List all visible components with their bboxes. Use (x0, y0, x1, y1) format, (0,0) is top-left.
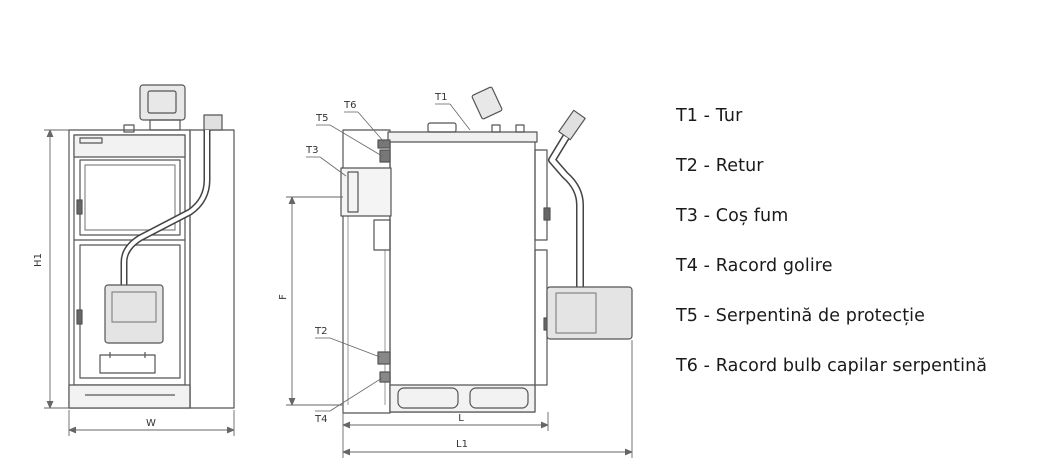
callout-t3: T3 (305, 145, 318, 156)
side-burner (546, 286, 633, 340)
front-body-inner (73, 134, 186, 386)
callout-leaders (306, 103, 471, 412)
legend-item-t4: T4 - Racord golire (676, 256, 833, 276)
side-top-handle (427, 122, 457, 133)
h1-label: H1 (33, 253, 44, 267)
side-t6-bulb (377, 139, 391, 149)
legend-item-t5: T5 - Serpentină de protecție (676, 306, 926, 326)
connection-legend: T1 - Tur T2 - Retur T3 - Coș fum T4 - Ra… (676, 104, 1031, 404)
l1-label: L1 (456, 439, 468, 450)
front-upper-hinge (76, 199, 83, 215)
boiler-technical-drawing: H1 W (33, 84, 633, 458)
callout-t4: T4 (314, 414, 327, 425)
side-feeder-box (471, 86, 503, 120)
legend-item-t2: T2 - Retur (676, 156, 764, 176)
f-label: F (278, 294, 289, 300)
side-view (340, 86, 633, 414)
front-base (68, 384, 191, 409)
front-burner (104, 284, 164, 344)
legend-item-t3: T3 - Coș fum (676, 206, 789, 226)
side-t3-flue (340, 167, 392, 217)
front-label-plate (79, 137, 103, 144)
side-t4-drain (379, 371, 391, 383)
side-dimensions (286, 196, 633, 458)
side-pipe-cap (558, 109, 586, 141)
callout-t6: T6 (343, 100, 356, 111)
front-pipe-cap (203, 114, 223, 131)
front-upper-door (79, 159, 181, 236)
front-dimensions (44, 129, 235, 436)
callout-t5: T5 (315, 113, 328, 124)
callout-t2: T2 (314, 326, 327, 337)
front-body-outline (68, 129, 191, 409)
front-feeder-box (139, 84, 186, 121)
front-handle (99, 354, 156, 374)
side-top-lid (387, 131, 538, 143)
front-pellet-tank (189, 129, 235, 409)
side-feed-pipe (548, 134, 584, 290)
front-lower-hinge (76, 309, 83, 325)
front-view (68, 84, 235, 409)
legend-item-t1: T1 - Tur (676, 106, 743, 126)
legend-item-t6: T6 - Racord bulb capilar serpentină (676, 356, 988, 376)
callout-t1: T1 (434, 92, 447, 103)
w-label: W (146, 418, 156, 429)
side-main-body (389, 139, 536, 413)
l-label: L (458, 413, 464, 424)
side-t5-coil (379, 149, 391, 163)
side-t2-return (377, 351, 391, 365)
front-upper-door-inner (84, 164, 176, 231)
side-upper-door (534, 149, 548, 241)
